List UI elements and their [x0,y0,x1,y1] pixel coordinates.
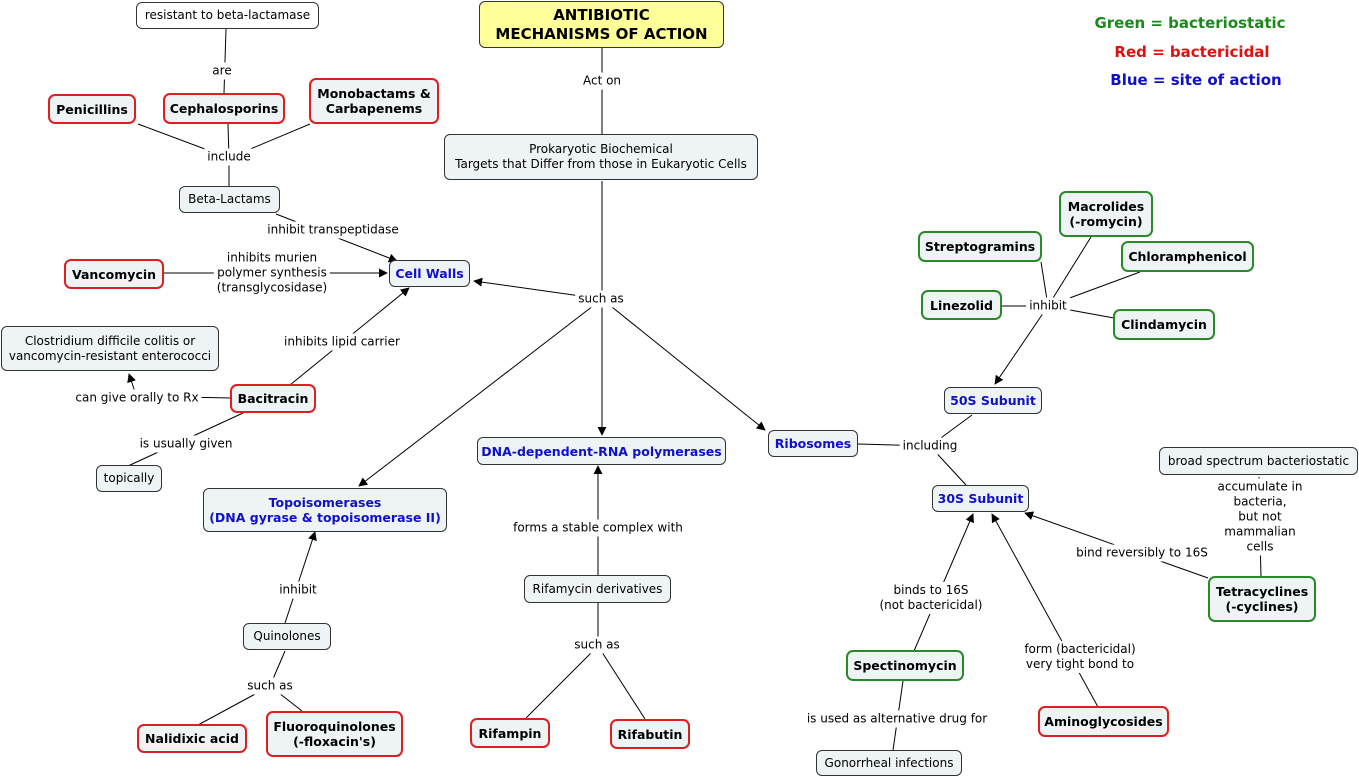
link-label-accumulate: accumulate in bacteria, but not mammalia… [1210,478,1310,556]
aminoglycosides-node: Aminoglycosides [1038,706,1169,737]
connector-line [991,513,1099,708]
link-label-inhibits-murien: inhibits murien polymer synthesis (trans… [213,249,331,297]
nalidixic-node: Nalidixic acid [137,724,247,753]
macrolides-node: Macrolides (-romycin) [1059,191,1153,237]
tetracyclines-node: Tetracyclines (-cyclines) [1208,576,1316,622]
30s-subunit-node: 30S Subunit [932,485,1029,512]
fluoroquinolones-node: Fluoroquinolones (-floxacin's) [266,711,403,757]
link-label-tight-bond: form (bactericidal) very tight bond to [1021,641,1139,673]
prokaryotic-node: Prokaryotic Biochemical Targets that Dif… [444,134,758,180]
link-label-inhibit-transpeptidase: inhibit transpeptidase [264,221,402,239]
ribosomes-node: Ribosomes [768,430,858,457]
resistant-node: resistant to beta-lactamase [136,2,319,29]
connector-line [601,298,766,431]
rifampin-node: Rifampin [470,718,550,748]
connector-line [127,373,136,393]
gonorrheal-node: Gonorrheal infections [816,750,962,776]
quinolones-node: Quinolones [243,623,331,650]
spectinomycin-node: Spectinomycin [846,650,964,681]
cephalosporins-node: Cephalosporins [163,93,285,124]
map-title: ANTIBIOTIC MECHANISMS OF ACTION [479,1,724,48]
link-label-orally: can give orally to Rx [72,389,202,407]
link-label-inhibit-50s: inhibit [1026,297,1070,315]
topoisomerases-node: Topoisomerases (DNA gyrase & topoisomera… [203,488,447,532]
link-label-forms-complex: forms a stable complex with [510,519,686,537]
connector-line [597,645,646,720]
linezolid-node: Linezolid [921,290,1002,320]
vancomycin-node: Vancomycin [64,259,164,289]
legend-red: Red = bactericidal [1114,43,1270,61]
link-label-including: including [899,437,961,455]
rifamycin-node: Rifamycin derivatives [524,575,671,603]
link-label-include: include [204,148,254,166]
50s-subunit-node: 50S Subunit [944,387,1042,414]
legend-green: Green = bacteriostatic [1094,14,1286,32]
beta-lactams-node: Beta-Lactams [179,186,280,213]
connector-line [525,645,599,719]
topically-node: topically [96,465,162,492]
penicillins-node: Penicillins [48,94,136,124]
monobactams-node: Monobactams & Carbapenems [309,78,439,124]
cell-walls-node: Cell Walls [389,260,470,287]
chloramphenicol-node: Chloramphenicol [1121,241,1254,272]
link-label-inhibit-topo: inhibit [276,581,320,599]
link-label-such-as-quin: such as [244,677,296,695]
link-label-are: are [209,62,235,80]
link-label-alternative: is used as alternative drug for [803,710,991,728]
link-label-such-as-main: such as [575,290,627,308]
bacitracin-node: Bacitracin [230,384,316,413]
link-label-usually-given: is usually given [136,435,236,453]
streptogramins-node: Streptogramins [918,231,1042,262]
connector-line [284,531,317,624]
clostridium-node: Clostridium difficile colitis or vancomy… [1,326,219,371]
rifabutin-node: Rifabutin [610,719,690,749]
rna-polymerase-node: DNA-dependent-RNA polymerases [477,437,726,465]
connector-line [223,28,227,94]
link-label-binds-16s: binds to 16S (not bactericidal) [876,582,986,614]
broad-spectrum-node: broad spectrum bacteriostatic [1159,447,1358,475]
connector-line [358,298,603,487]
link-label-such-as-rif: such as [571,636,623,654]
legend-blue: Blue = site of action [1110,71,1282,89]
connector-line [994,305,1049,385]
link-label-act-on: Act on [579,72,625,90]
link-label-bind-reversibly: bind reversibly to 16S [1073,544,1211,562]
clindamycin-node: Clindamycin [1113,309,1215,340]
connector-line [1047,236,1092,307]
link-label-inhibits-lipid: inhibits lipid carrier [281,333,403,351]
